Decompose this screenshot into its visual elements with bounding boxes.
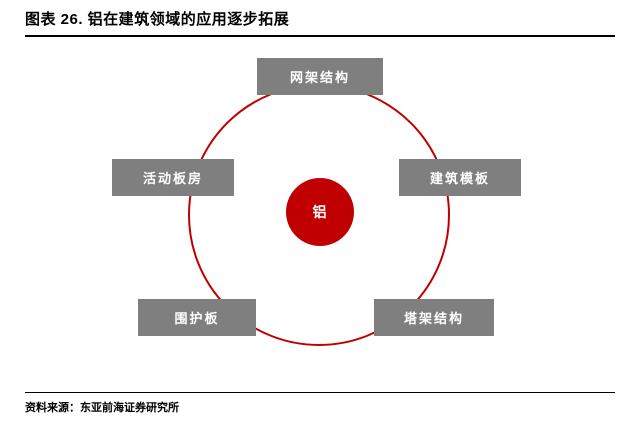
node-prefab-house: 活动板房	[112, 159, 234, 196]
figure-title: 图表 26. 铝在建筑领域的应用逐步拓展	[25, 8, 615, 37]
node-grid-structure: 网架结构	[257, 58, 383, 95]
circular-diagram: 网架结构 活动板房 建筑模板 围护板 塔架结构 铝	[0, 36, 640, 366]
source-note: 资料来源：东亚前海证券研究所	[25, 392, 615, 415]
node-building-formwork: 建筑模板	[399, 159, 521, 196]
node-tower-structure: 塔架结构	[374, 299, 494, 336]
center-concept-aluminum: 铝	[286, 178, 354, 246]
node-enclosure-panel: 围护板	[138, 299, 256, 336]
